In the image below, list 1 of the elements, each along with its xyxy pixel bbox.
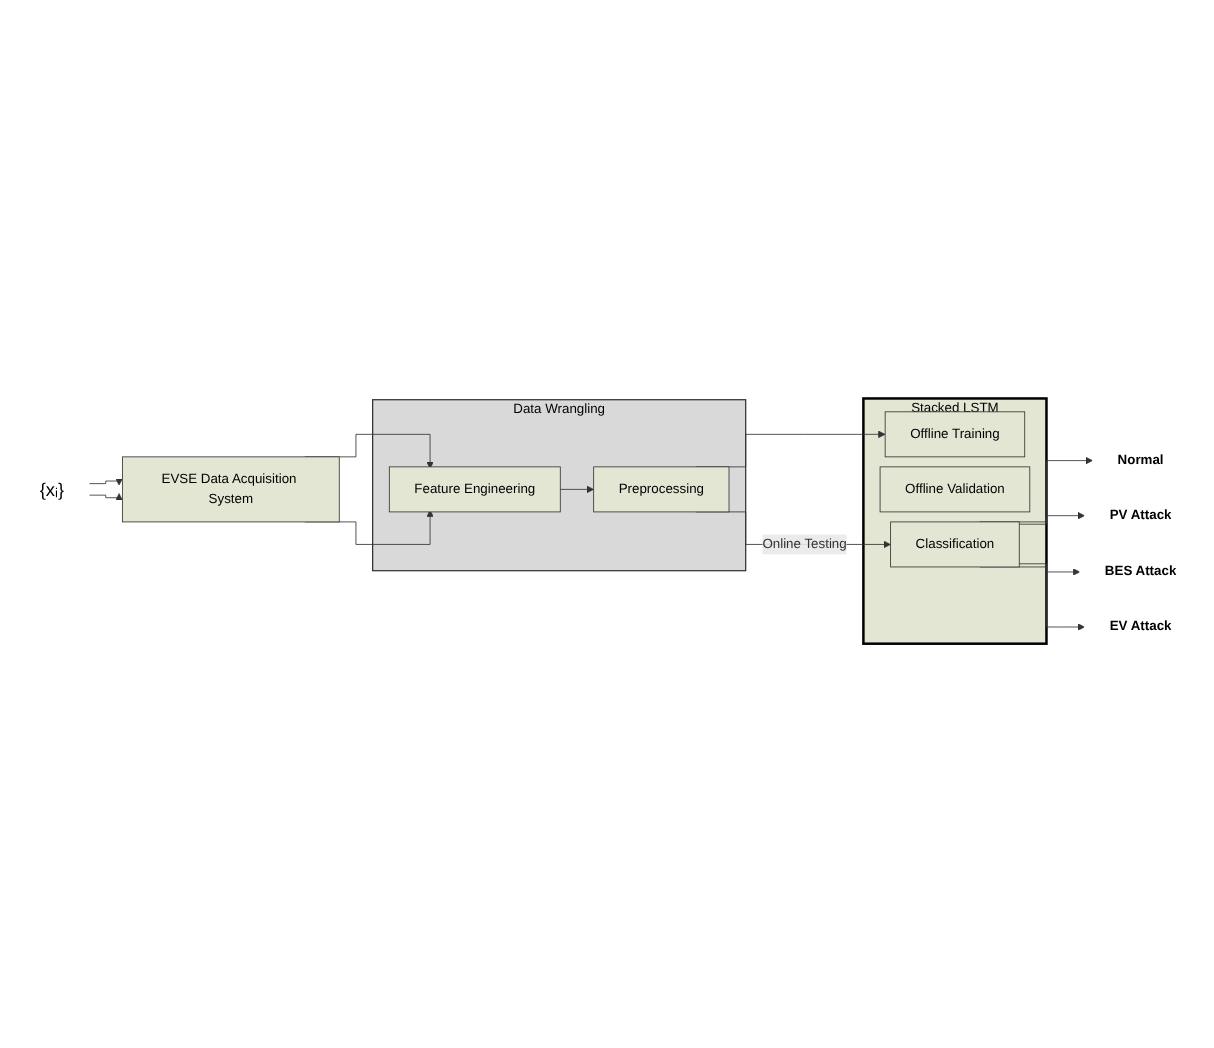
node-text: {xᵢ} [38,478,64,500]
